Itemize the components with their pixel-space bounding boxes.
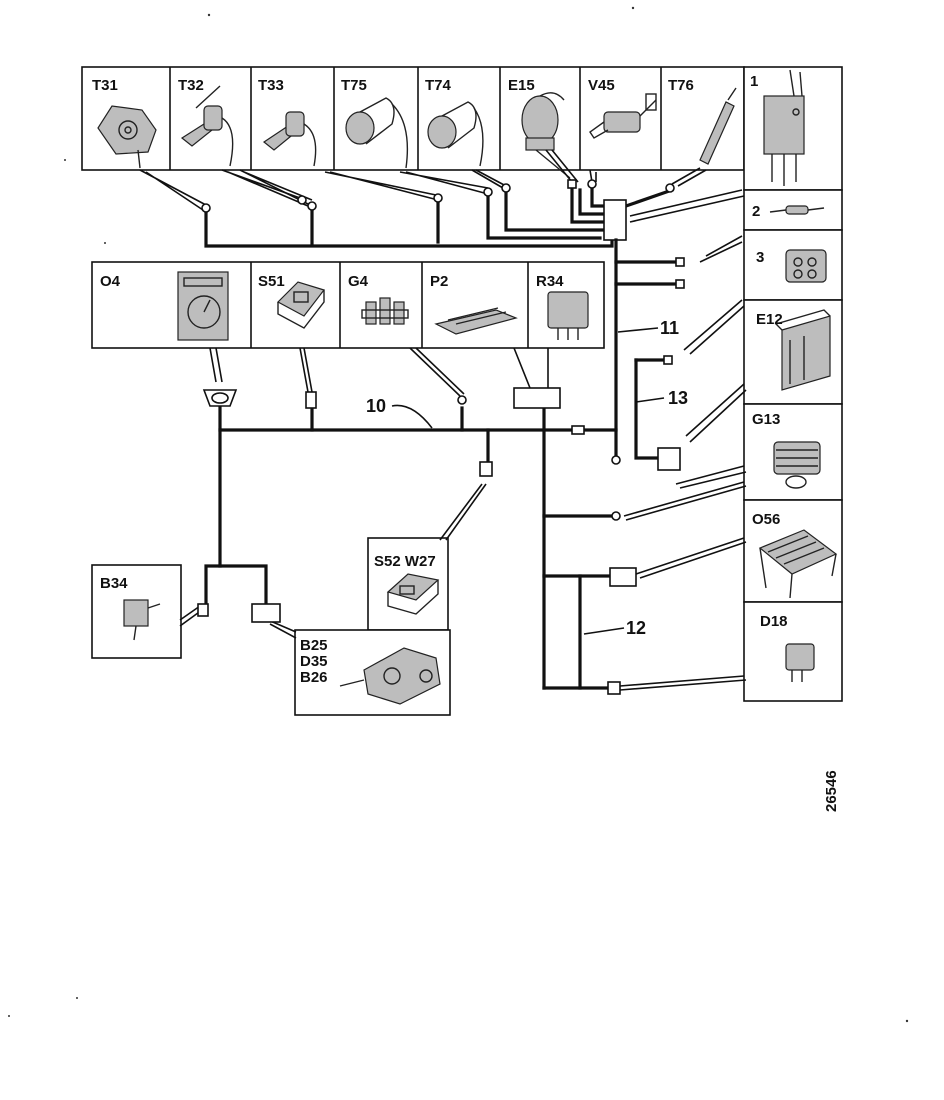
t32-sensor-icon xyxy=(180,85,234,167)
t33-sensor-icon xyxy=(262,111,317,167)
connector-e12 xyxy=(663,355,673,365)
harness-label-12: 12 xyxy=(626,618,646,638)
label-P2: P2 xyxy=(430,273,448,290)
connector-fuse xyxy=(675,257,685,267)
label-1: 1 xyxy=(750,73,758,90)
label-D35: D35 xyxy=(300,653,328,670)
connector-v45 xyxy=(567,179,577,189)
g13-heater-icon xyxy=(773,441,821,489)
label-T31: T31 xyxy=(92,77,118,94)
connector-t75 xyxy=(433,193,443,203)
label-E12: E12 xyxy=(756,311,783,328)
connector-v45b xyxy=(587,179,597,189)
fuse-2-icon xyxy=(769,205,825,215)
v45-valve-icon xyxy=(589,93,657,139)
component-labels: T31 T32 T33 T75 T74 E15 V45 T76 1 2 3 E1… xyxy=(92,73,788,686)
junction-12 xyxy=(609,567,637,587)
relay-block-1-icon xyxy=(763,69,805,186)
connector-inline-10 xyxy=(571,425,585,435)
s52-w27-switch-icon xyxy=(386,573,440,615)
connector-g4 xyxy=(457,395,467,405)
leader-lines xyxy=(139,149,747,691)
label-E15: E15 xyxy=(508,77,535,94)
label-G4: G4 xyxy=(348,273,369,290)
middle-component-row xyxy=(91,261,605,349)
t74-sensor-icon xyxy=(427,101,484,167)
component-sketches xyxy=(97,69,838,705)
e15-valve-icon xyxy=(521,92,571,179)
connector-s51 xyxy=(305,391,317,409)
label-B25: B25 xyxy=(300,637,328,654)
label-T33: T33 xyxy=(258,77,284,94)
r34-relay-icon xyxy=(547,291,589,340)
label-T75: T75 xyxy=(341,77,367,94)
o4-gauge-icon xyxy=(177,271,229,341)
connector-t76 xyxy=(665,183,675,193)
label-D18: D18 xyxy=(760,613,788,630)
label-3: 3 xyxy=(756,249,764,266)
harness-label-13: 13 xyxy=(668,388,688,408)
label-2: 2 xyxy=(752,203,760,220)
connector-t31 xyxy=(201,203,211,213)
harness-label-11: 11 xyxy=(660,318,679,338)
connector-t33 xyxy=(307,201,317,211)
connector-d18 xyxy=(607,681,621,695)
connector-s52-w27 xyxy=(479,461,493,477)
connector-p2-r34 xyxy=(513,387,561,409)
t75-sensor-icon xyxy=(345,97,409,169)
connectors xyxy=(197,179,685,695)
t31-sensor-icon xyxy=(97,105,157,169)
t76-glow-plug-icon xyxy=(699,87,737,165)
s51-switch-icon xyxy=(277,281,326,329)
label-T76: T76 xyxy=(668,77,694,94)
b34-unit-icon xyxy=(123,599,161,641)
figure-code: 26546 xyxy=(823,770,840,812)
label-B34: B34 xyxy=(100,575,128,592)
label-G13: G13 xyxy=(752,411,780,428)
scan-speckles xyxy=(8,6,909,1023)
g4-plugs-icon xyxy=(361,297,409,325)
connector-g13 xyxy=(611,511,621,521)
p2-component-icon xyxy=(434,307,518,335)
connector-11-end xyxy=(611,455,621,465)
connector-b25 xyxy=(251,603,281,623)
e12-control-unit-icon xyxy=(774,309,831,391)
label-T32: T32 xyxy=(178,77,204,94)
harness-number-labels: 10 11 12 13 xyxy=(366,318,688,638)
label-S52-W27: S52 W27 xyxy=(374,553,436,570)
connector-b34 xyxy=(197,603,209,617)
label-V45: V45 xyxy=(588,77,615,94)
o56-heater-grid-icon xyxy=(758,529,838,599)
harness-wires xyxy=(204,184,682,690)
b25-d35-b26-pump-icon xyxy=(339,647,441,705)
label-B26: B26 xyxy=(300,669,328,686)
d18-relay-icon xyxy=(785,643,815,682)
connector-t32 xyxy=(297,195,307,205)
label-S51: S51 xyxy=(258,273,285,290)
label-O56: O56 xyxy=(752,511,780,528)
harness-label-10: 10 xyxy=(366,396,386,416)
top-junction-box xyxy=(603,199,627,241)
connector-t74 xyxy=(483,187,493,197)
label-T74: T74 xyxy=(425,77,452,94)
label-R34: R34 xyxy=(536,273,564,290)
middle-row-frame xyxy=(91,261,605,349)
connector-3-icon xyxy=(785,249,827,283)
connector-e15 xyxy=(501,183,511,193)
connector-3 xyxy=(675,279,685,289)
junction-13 xyxy=(657,447,681,471)
label-O4: O4 xyxy=(100,273,121,290)
